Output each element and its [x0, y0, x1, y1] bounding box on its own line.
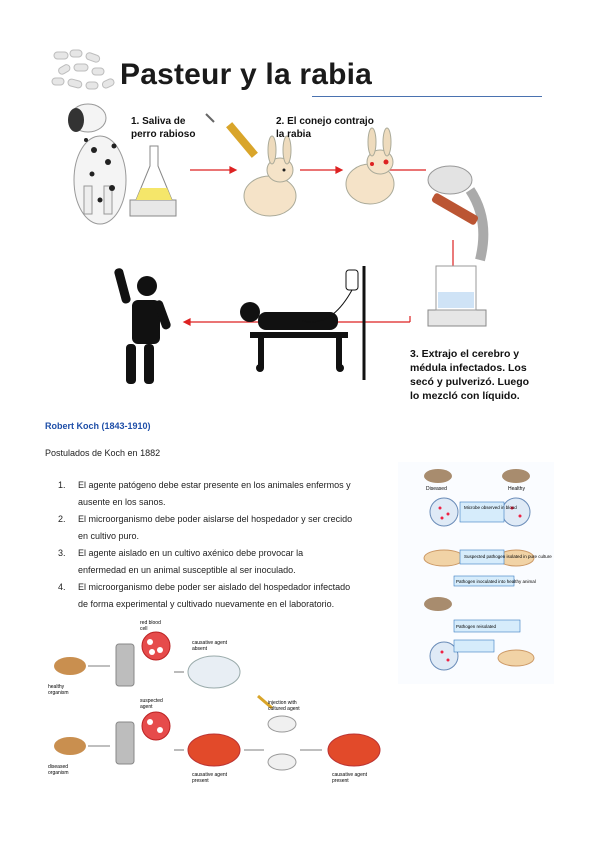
- list-text: de forma experimental y cultivado nuevam…: [78, 599, 334, 609]
- patient-bed-illustration: [240, 266, 364, 380]
- list-text: en cultivo puro.: [78, 531, 139, 541]
- bacteria-icon: [48, 44, 118, 96]
- step-3-line: médula infectados. Los: [410, 361, 529, 375]
- step-1-line: 1. Saliva de: [131, 115, 195, 128]
- dalmatian-dog-illustration: [68, 104, 126, 224]
- list-text: El agente aislado en un cultivo axénico …: [78, 548, 303, 558]
- box-label: Pathogen reisolated: [456, 624, 497, 629]
- postulates-list: 1. El agente patógeno debe estar presente…: [58, 477, 388, 613]
- injection-label: cultured agent: [268, 706, 300, 712]
- step-3-line: secó y pulverizó. Luego: [410, 375, 529, 389]
- list-item: 3. El agente aislado en un cultivo axénic…: [58, 545, 388, 579]
- healthy-animal-label: Healthy: [508, 486, 525, 492]
- diseased-animal-label: Diseased: [426, 486, 447, 492]
- list-number: 1.: [58, 477, 66, 494]
- step-3-line: lo mezcló con líquido.: [410, 389, 529, 403]
- koch-experiment-diagram: healthy organism diseased organism red b…: [44, 612, 384, 788]
- list-item: 1. El agente patógeno debe estar presente…: [58, 477, 388, 511]
- step-3-label: 3. Extrajo el cerebro y médula infectado…: [410, 347, 529, 403]
- agent-absent-label: absent: [192, 646, 208, 652]
- healthy-organism-label: organism: [48, 690, 69, 696]
- list-text: El microorganismo debe poder aislarse de…: [78, 514, 352, 524]
- list-number: 3.: [58, 545, 66, 562]
- person-raising-arm-icon: [113, 267, 171, 384]
- beaker-icon: [428, 266, 486, 326]
- box-label: Suspected pathogen isolated in pure cult…: [464, 554, 552, 559]
- step-2-line: 2. El conejo contrajo: [276, 115, 374, 128]
- koch-postulates-diagram: Microbe observed in blood Suspected path…: [398, 462, 554, 684]
- suspected-agent-label: agent: [140, 704, 153, 710]
- list-text: El agente patógeno debe estar presente e…: [78, 480, 351, 490]
- list-text: enfermedad en un animal susceptible al s…: [78, 565, 296, 575]
- list-item: 4. El microorganismo debe poder ser aisla…: [58, 579, 388, 613]
- flask-icon: [130, 146, 176, 216]
- step-2-line: la rabia: [276, 128, 374, 141]
- list-text: ausente en los sanos.: [78, 497, 166, 507]
- syringe-icon: [206, 114, 258, 158]
- step-1-label: 1. Saliva de perro rabioso: [131, 115, 195, 141]
- list-text: El microorganismo debe poder ser aislado…: [78, 582, 350, 592]
- step-3-line: 3. Extrajo el cerebro y: [410, 347, 529, 361]
- list-number: 4.: [58, 579, 66, 596]
- box-label: Pathogen inoculated into healthy animal: [456, 579, 536, 584]
- agent-present-label: present: [332, 778, 349, 784]
- page-title: Pasteur y la rabia: [120, 58, 372, 92]
- koch-heading: Robert Koch (1843-1910): [45, 421, 151, 431]
- list-number: 2.: [58, 511, 66, 528]
- koch-subheading: Postulados de Koch en 1882: [45, 448, 160, 458]
- box-label: Microbe observed in blood: [464, 505, 517, 510]
- brain-spine-illustration: [428, 166, 483, 260]
- step-1-line: perro rabioso: [131, 128, 195, 141]
- step-2-label: 2. El conejo contrajo la rabia: [276, 115, 374, 141]
- title-underline: [312, 96, 542, 97]
- agent-present-label: present: [192, 778, 209, 784]
- cell-label: cell: [140, 626, 148, 632]
- red-arrows: [184, 167, 456, 325]
- diseased-organism-label: organism: [48, 770, 69, 776]
- list-item: 2. El microorganismo debe poder aislarse …: [58, 511, 388, 545]
